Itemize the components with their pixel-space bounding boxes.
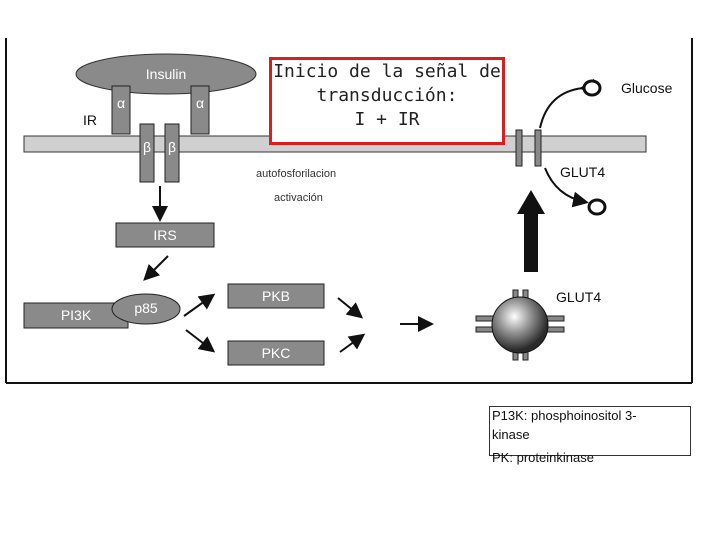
signal-start-box: [269, 57, 505, 145]
signal-start-line1: Inicio de la señal de: [273, 61, 501, 82]
glut4-membrane-label: GLUT4: [560, 164, 606, 180]
glucose-in-arrow-bottom: [544, 167, 589, 208]
legend-pk-text: proteinkinase: [516, 450, 594, 465]
receptor-alpha-left: [111, 85, 131, 135]
arrow-to-pkb: [183, 293, 216, 317]
glucose-inside: [587, 198, 607, 216]
ir-label: IR: [83, 112, 97, 128]
p85-label: p85: [134, 300, 158, 316]
receptor-beta-right: [164, 123, 180, 183]
glucose-outside: [582, 79, 602, 97]
beta-label-left: β: [142, 139, 152, 155]
pi3k-label: PI3K: [60, 307, 92, 323]
receptor-alpha-right: [190, 85, 210, 135]
signal-start-line2: transducción:: [316, 85, 458, 106]
legend-line-1: P13K: phosphoinositol 3-: [492, 409, 637, 423]
translocation-arrow-shaft: [524, 212, 538, 272]
arrow-irs-to-pi3k: [143, 255, 169, 281]
alpha-label-left: α: [116, 95, 126, 111]
p85-subunit: [111, 293, 181, 325]
beta-label-right: β: [167, 139, 177, 155]
receptor-beta-left: [139, 123, 155, 183]
pi3k-box: [23, 302, 129, 329]
legend-pi3k-abbr: P13K:: [492, 408, 528, 423]
autofosforilacion-label: autofosforilacion: [256, 168, 337, 180]
irs-label: IRS: [153, 227, 177, 243]
alpha-label-right: α: [195, 95, 205, 111]
pkb-label: PKB: [261, 288, 290, 304]
glut4-membrane-right: [534, 129, 542, 167]
signal-start-text: Inicio de la señal de transducción: I + …: [269, 60, 505, 132]
signal-start-line3: I + IR: [354, 109, 420, 130]
pkc-label: PKC: [261, 345, 291, 361]
legend-pi3k-text: phosphoinositol 3-: [531, 408, 637, 423]
glut4-membrane-left: [515, 129, 523, 167]
glucose-label: Glucose: [621, 80, 673, 96]
translocation-arrow-head: [517, 190, 545, 214]
activacion-label: activación: [274, 192, 323, 204]
legend-pi3k-cont: kinase: [492, 427, 530, 442]
pkb-box: [227, 283, 325, 309]
pkc-box: [227, 340, 325, 366]
insulin-label: Insulin: [145, 66, 187, 82]
arrow-pkb-to-center: [337, 297, 364, 319]
glut4-vesicle-label: GLUT4: [556, 289, 602, 305]
irs-box: [115, 222, 215, 248]
glut4-vesicle: [475, 289, 565, 361]
legend-line-2: PK: proteinkinase: [492, 451, 594, 465]
legend-box: [489, 406, 691, 456]
legend-pk-abbr: PK:: [492, 450, 513, 465]
arrow-to-pkc: [185, 329, 216, 353]
arrow-pkc-to-center: [339, 333, 366, 353]
insulin-molecule: [75, 53, 257, 95]
glucose-in-arrow-top: [539, 78, 596, 129]
